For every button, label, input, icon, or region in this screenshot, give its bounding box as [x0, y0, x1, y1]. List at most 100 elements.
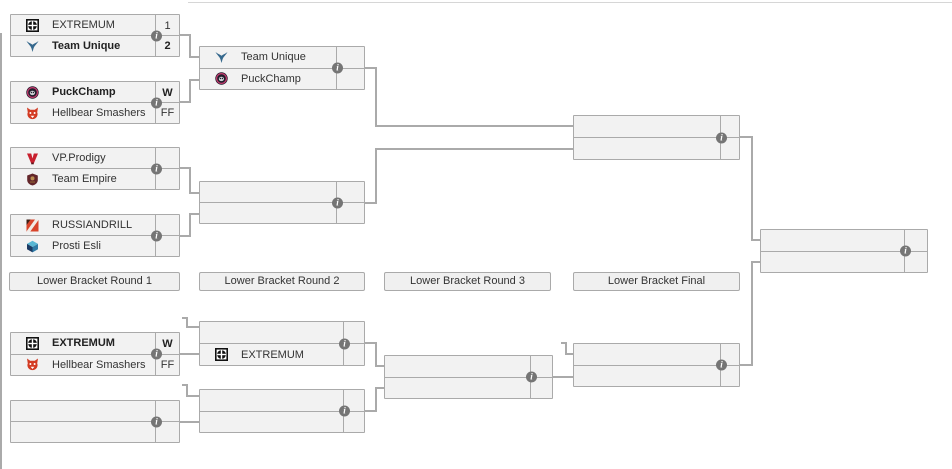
team-name: Hellbear Smashers	[52, 358, 146, 371]
team-slot	[761, 230, 927, 252]
team-slot	[11, 421, 179, 443]
vp-prodigy-logo-icon	[26, 152, 39, 165]
team-slot	[385, 376, 552, 399]
info-icon[interactable]: i	[339, 405, 350, 417]
team-slot: PuckChamp	[200, 67, 364, 90]
team-name: Prosti Esli	[52, 240, 101, 252]
match-lb2-round1-match2: i	[10, 400, 180, 443]
team-slot: Team Unique	[200, 47, 364, 69]
team-name: VP.Prodigy	[52, 152, 106, 164]
team-slot: PuckChamp W	[11, 82, 179, 103]
team-slot: Hellbear Smashers FF	[11, 353, 179, 376]
score-cell	[155, 168, 179, 190]
match-lb2-final: i	[573, 343, 740, 387]
match-lb-final-upper: i	[573, 115, 740, 160]
info-icon[interactable]: i	[526, 371, 537, 383]
info-icon[interactable]: i	[151, 97, 162, 108]
info-icon[interactable]: i	[151, 416, 162, 427]
extremum-logo-icon	[26, 18, 39, 32]
team-slot: Team Unique 2	[11, 35, 179, 57]
hellbear-smashers-logo-icon	[26, 358, 39, 371]
score-cell: 2	[155, 35, 179, 57]
score-cell: W	[155, 82, 179, 103]
team-slot: EXTREMUM W	[11, 333, 179, 355]
score-cell	[336, 182, 364, 203]
match-lb2-round2-match1: EXTREMUM i	[199, 321, 365, 366]
score-cell	[343, 390, 364, 412]
info-icon[interactable]: i	[151, 230, 162, 241]
info-icon[interactable]: i	[151, 163, 162, 174]
score-cell	[904, 250, 927, 273]
score-cell	[720, 344, 739, 366]
team-slot: Team Empire	[11, 168, 179, 190]
team-slot	[200, 182, 364, 203]
puckchamp-logo-icon	[215, 72, 228, 85]
round-label-lb-round-1: Lower Bracket Round 1	[9, 272, 180, 291]
team-slot: Prosti Esli	[11, 235, 179, 257]
score-cell	[155, 401, 179, 422]
score-cell	[530, 356, 552, 378]
info-icon[interactable]: i	[332, 62, 343, 74]
team-slot	[574, 344, 739, 366]
extremum-logo-icon	[26, 336, 39, 350]
team-slot	[11, 401, 179, 422]
match-lb2-round3-match1: i	[384, 355, 553, 399]
score-cell	[155, 148, 179, 169]
info-icon[interactable]: i	[716, 359, 727, 371]
score-cell	[155, 235, 179, 257]
match-lb-round2-match1: Team Unique PuckChamp i	[199, 46, 365, 90]
team-name: Team Unique	[241, 51, 306, 64]
team-slot	[200, 322, 364, 344]
info-icon[interactable]: i	[332, 197, 343, 208]
team-slot	[761, 250, 927, 273]
score-cell	[155, 421, 179, 443]
team-slot: EXTREMUM	[200, 343, 364, 366]
score-cell	[530, 376, 552, 399]
info-icon[interactable]: i	[716, 132, 727, 143]
team-slot	[574, 116, 739, 138]
team-slot	[385, 356, 552, 378]
info-icon[interactable]: i	[900, 245, 911, 257]
team-unique-logo-icon	[215, 51, 228, 64]
russiandrill-logo-icon	[26, 219, 39, 232]
round-label-lb-round-2: Lower Bracket Round 2	[199, 272, 365, 291]
team-slot: VP.Prodigy	[11, 148, 179, 169]
team-slot	[200, 390, 364, 412]
match-lb-round1-match3: VP.Prodigy Team Empire i	[10, 147, 180, 190]
team-name: EXTREMUM	[241, 348, 304, 361]
score-cell	[155, 215, 179, 236]
match-final-right: i	[760, 229, 928, 273]
team-name: RUSSIANDRILL	[52, 219, 133, 231]
team-name: EXTREMUM	[52, 19, 115, 31]
team-slot: RUSSIANDRILL	[11, 215, 179, 236]
info-icon[interactable]: i	[151, 348, 162, 360]
team-empire-logo-icon	[26, 173, 39, 186]
info-icon[interactable]: i	[339, 338, 350, 349]
team-slot	[574, 137, 739, 160]
team-name: PuckChamp	[241, 72, 301, 85]
score-cell: FF	[155, 353, 179, 376]
team-slot	[200, 410, 364, 433]
info-icon[interactable]: i	[151, 30, 162, 41]
team-slot: EXTREMUM 1	[11, 15, 179, 36]
score-cell	[336, 202, 364, 224]
team-name: Team Unique	[52, 40, 121, 52]
score-cell	[720, 364, 739, 387]
team-slot	[200, 202, 364, 224]
score-cell: W	[155, 333, 179, 355]
score-cell	[904, 230, 927, 252]
round-label-lb-round-3: Lower Bracket Round 3	[384, 272, 551, 291]
score-cell	[336, 67, 364, 90]
score-cell	[343, 410, 364, 433]
team-unique-logo-icon	[26, 40, 39, 53]
score-cell	[336, 47, 364, 69]
score-cell: FF	[155, 102, 179, 124]
match-lb-round2-match2: i	[199, 181, 365, 224]
team-slot	[574, 364, 739, 387]
match-lb-round1-match4: RUSSIANDRILL Prosti Esli i	[10, 214, 180, 257]
match-lb2-round1-match1: EXTREMUM W Hellbear Smashers FF i	[10, 332, 180, 376]
puckchamp-logo-icon	[26, 85, 39, 99]
score-cell: 1	[155, 15, 179, 36]
